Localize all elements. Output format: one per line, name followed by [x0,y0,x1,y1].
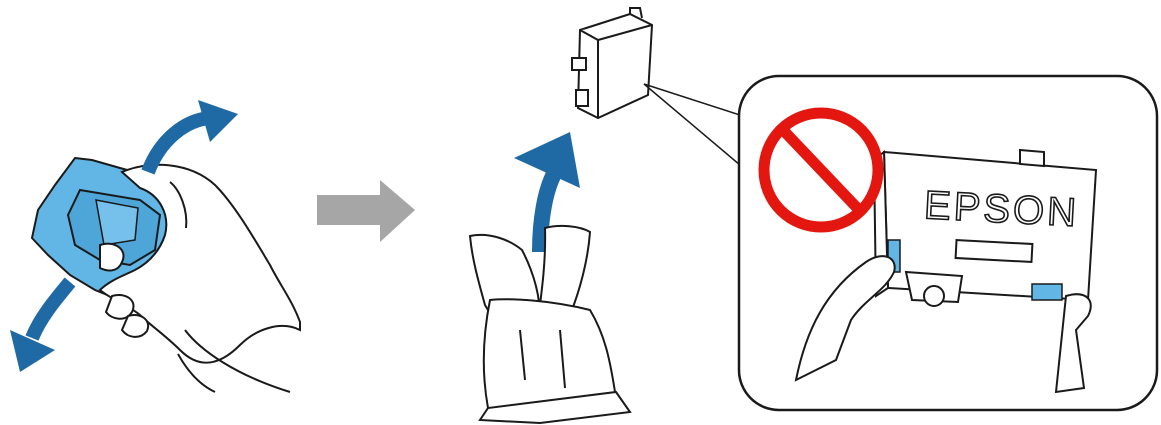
curved-arrow-icon [148,100,238,172]
cartridge [572,8,652,118]
detail-illustration: EPSON [736,0,1161,425]
brand-label: EPSON [923,183,1080,235]
step-transition [310,0,430,425]
step-shake-cartridge [0,0,310,425]
right-arrow-icon [310,0,430,425]
unpack-illustration [430,0,740,425]
ink-port [1032,284,1062,300]
opened-bag [470,226,630,423]
shake-illustration [0,0,310,425]
curved-arrow-icon [10,282,70,372]
step-remove-from-bag [430,0,740,425]
detail-callout: EPSON [736,0,1161,425]
